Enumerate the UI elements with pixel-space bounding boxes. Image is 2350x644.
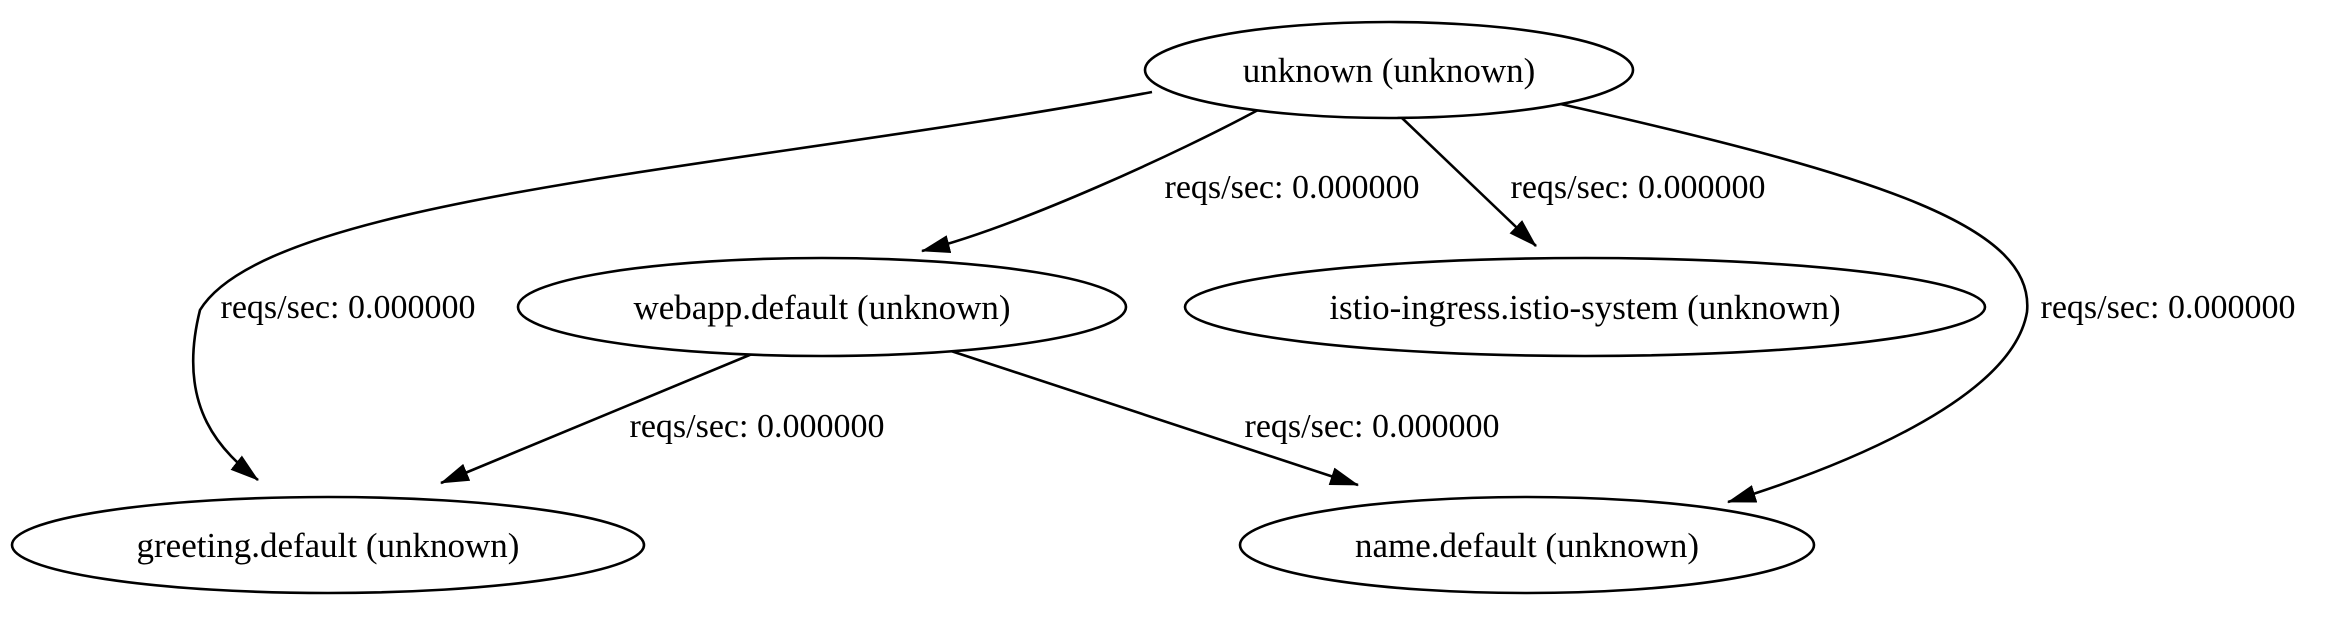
- node-istio-ingress-label: istio-ingress.istio-system (unknown): [1329, 288, 1840, 327]
- node-istio-ingress: istio-ingress.istio-system (unknown): [1183, 256, 1987, 358]
- edge-unknown-greeting: [191, 90, 1153, 482]
- edge-label-unknown-webapp: reqs/sec: 0.000000: [1165, 169, 1420, 206]
- edge-label-unknown-name: reqs/sec: 0.000000: [2041, 289, 2296, 326]
- edge-label-webapp-greeting: reqs/sec: 0.000000: [630, 408, 885, 445]
- edge-unknown-webapp: [920, 108, 1259, 253]
- edge-webapp-greeting: [440, 352, 753, 485]
- node-unknown-ellipse: [1143, 20, 1635, 120]
- edge-label-unknown-istio-ingress: reqs/sec: 0.000000: [1511, 169, 1766, 206]
- edges: [191, 90, 2029, 504]
- node-name-label: name.default (unknown): [1355, 526, 1699, 565]
- edge-label-unknown-greeting: reqs/sec: 0.000000: [221, 289, 476, 326]
- node-webapp: webapp.default (unknown): [516, 256, 1128, 358]
- node-greeting: greeting.default (unknown): [10, 495, 646, 595]
- node-greeting-label: greeting.default (unknown): [137, 526, 520, 565]
- node-webapp-label: webapp.default (unknown): [633, 288, 1010, 327]
- node-unknown: unknown (unknown): [1143, 20, 1635, 120]
- node-name: name.default (unknown): [1238, 495, 1816, 595]
- edge-webapp-name: [947, 348, 1360, 487]
- edge-labels: reqs/sec: 0.000000 reqs/sec: 0.000000 re…: [221, 169, 2296, 445]
- edge-unknown-istio-ingress: [1401, 117, 1537, 247]
- node-webapp-ellipse: [516, 256, 1128, 358]
- node-name-ellipse: [1238, 495, 1816, 595]
- node-unknown-label: unknown (unknown): [1243, 51, 1536, 90]
- node-greeting-ellipse: [10, 495, 646, 595]
- node-istio-ingress-ellipse: [1183, 256, 1987, 358]
- edge-unknown-name: [1555, 101, 2029, 504]
- edge-label-webapp-name: reqs/sec: 0.000000: [1245, 408, 1500, 445]
